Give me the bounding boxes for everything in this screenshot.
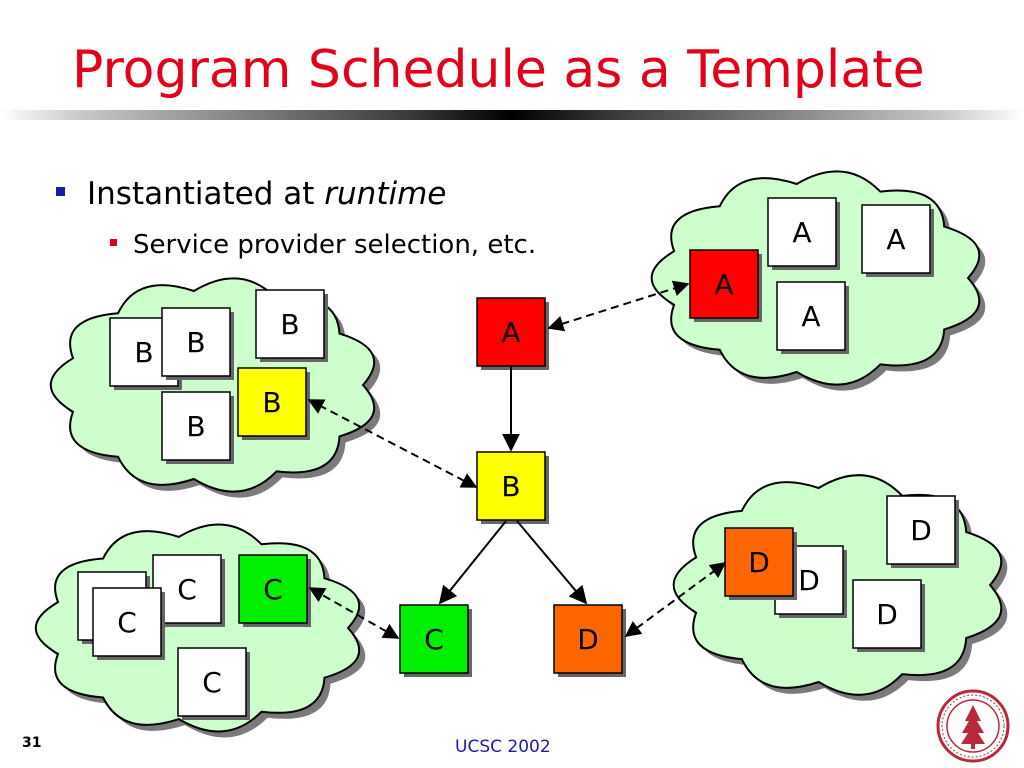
cloud-c-node-4: C bbox=[177, 647, 250, 720]
cloud-b-node-1: B bbox=[161, 307, 234, 380]
slide-title: Program Schedule as a Template bbox=[72, 40, 925, 100]
cloud-a-node-0-label: A bbox=[792, 216, 811, 249]
cloud-a-node-1: A bbox=[861, 204, 934, 277]
cloud-a-node-2: A bbox=[689, 249, 762, 322]
dashed-link-c bbox=[308, 587, 400, 639]
cloud-d-node-2: D bbox=[724, 527, 797, 600]
cloud-c-node-1: C bbox=[152, 554, 225, 627]
cloud-a-node-0: A bbox=[767, 197, 840, 270]
cloud-c-node-1-label: C bbox=[177, 573, 197, 606]
cloud-d-node-2-rect bbox=[724, 527, 794, 597]
stanford-seal-icon bbox=[936, 689, 1010, 763]
bullet-2: Service provider selection, etc. bbox=[110, 230, 536, 260]
cloud-c-node-2-label: C bbox=[117, 606, 137, 639]
cloud-a-node-3-rect bbox=[776, 281, 846, 351]
cloud-c-node-2-rect bbox=[92, 587, 162, 657]
bullet-square-icon bbox=[56, 187, 65, 196]
template-node-b-rect bbox=[476, 451, 546, 521]
cloud-b-node-4-label: B bbox=[186, 410, 205, 443]
cloud-b-node-3-label: B bbox=[262, 386, 281, 419]
cloud-a-node-2-rect bbox=[689, 249, 759, 319]
template-node-c: C bbox=[399, 604, 472, 677]
template-node-d: D bbox=[553, 604, 626, 677]
cloud-c-node-3: C bbox=[238, 554, 311, 627]
dashed-link-b bbox=[307, 399, 478, 488]
cloud-d-node-0-rect bbox=[886, 495, 956, 565]
bullet-1-emphasis: runtime bbox=[324, 176, 447, 212]
cloud-d-node-3: D bbox=[852, 579, 925, 652]
cloud-c-node-3-label: C bbox=[263, 573, 283, 606]
template-node-b: B bbox=[476, 451, 549, 524]
cloud-c-node-3-rect bbox=[238, 554, 308, 624]
template-node-d-rect bbox=[553, 604, 623, 674]
template-node-c-rect bbox=[399, 604, 469, 674]
template-node-a: A bbox=[476, 297, 549, 370]
template-node-b-label: B bbox=[501, 470, 520, 503]
cloud-b-node-0-label: B bbox=[134, 336, 153, 369]
cloud-a-node-1-rect bbox=[861, 204, 931, 274]
edge-b-to-c bbox=[438, 520, 507, 605]
cloud-a-node-3-label: A bbox=[801, 300, 820, 333]
cloud-d-node-3-rect bbox=[852, 579, 922, 649]
bullet-1-text: Instantiated at bbox=[87, 176, 325, 212]
cloud-a-node-3: A bbox=[776, 281, 849, 354]
cloud-b-node-1-rect bbox=[161, 307, 231, 377]
bullet-1: Instantiated at runtime bbox=[56, 176, 446, 212]
cloud-b-node-4-rect bbox=[161, 391, 231, 461]
cloud-b-node-2-label: B bbox=[280, 308, 299, 341]
template-node-a-rect bbox=[476, 297, 546, 367]
cloud-b-node-3: B bbox=[237, 367, 310, 440]
page-number: 31 bbox=[22, 735, 42, 751]
bullet-2-text: Service provider selection, etc. bbox=[133, 230, 537, 260]
cloud-a-node-2-label: A bbox=[714, 268, 733, 301]
cloud-a-node-0-rect bbox=[767, 197, 837, 267]
cloud-b-node-1-label: B bbox=[186, 326, 205, 359]
cloud-d-node-3-label: D bbox=[876, 598, 898, 631]
cloud-b-node-2: B bbox=[255, 289, 328, 362]
cloud-c-node-2: C bbox=[92, 587, 165, 660]
edge-b-to-d bbox=[516, 520, 588, 605]
title-rule bbox=[0, 110, 1024, 120]
template-node-d-label: D bbox=[577, 623, 599, 656]
cloud-d-node-0-label: D bbox=[910, 514, 932, 547]
template-node-c-label: C bbox=[424, 623, 444, 656]
cloud-d-node-1-label: D bbox=[798, 564, 820, 597]
cloud-d-node-2-label: D bbox=[748, 546, 770, 579]
footer-text: UCSC 2002 bbox=[455, 737, 551, 757]
cloud-b-node-2-rect bbox=[255, 289, 325, 359]
cloud-d-node-0: D bbox=[886, 495, 959, 568]
dashed-link-a bbox=[547, 280, 690, 332]
cloud-c-node-4-label: C bbox=[202, 666, 222, 699]
cloud-b-node-4: B bbox=[161, 391, 234, 464]
dashed-link-d bbox=[624, 562, 727, 637]
cloud-c-node-4-rect bbox=[177, 647, 247, 717]
cloud-b-node-3-rect bbox=[237, 367, 307, 437]
cloud-a-node-1-label: A bbox=[886, 223, 905, 256]
template-node-a-label: A bbox=[501, 316, 520, 349]
sub-bullet-square-icon bbox=[110, 239, 117, 246]
